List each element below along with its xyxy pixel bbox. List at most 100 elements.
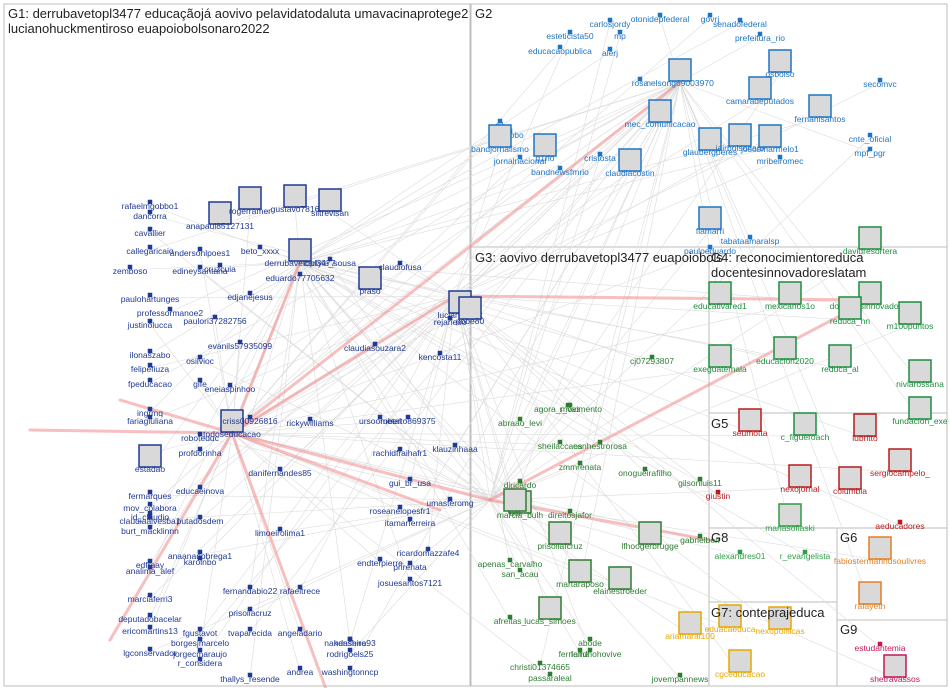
node-g3-12-marker[interactable] xyxy=(638,521,662,545)
node-g4-2-marker[interactable] xyxy=(858,281,882,305)
node-g1-44-marker[interactable] xyxy=(247,626,253,632)
node-g1-78-marker[interactable] xyxy=(297,271,303,277)
node-g4-6-label[interactable]: exeguatemala xyxy=(693,364,747,374)
node-g2-11-marker[interactable] xyxy=(637,76,643,82)
node-g1-24-marker[interactable] xyxy=(197,484,203,490)
node-g5-6-label[interactable]: giustin xyxy=(706,491,731,501)
node-g1-41-label[interactable]: thallys_resende xyxy=(220,674,280,684)
node-g2-20-marker[interactable] xyxy=(867,132,873,138)
node-g1-83-label[interactable]: carlyle_sousa xyxy=(304,258,356,268)
node-g2-32-label[interactable]: pauloeduardo xyxy=(684,246,736,256)
node-g3-11-label[interactable]: uol xyxy=(509,508,520,518)
node-g1-66-label[interactable]: criss00926816 xyxy=(222,416,278,426)
node-g8-2-marker[interactable] xyxy=(802,549,808,555)
node-g5-0-marker[interactable] xyxy=(738,408,762,432)
node-g1-5-label[interactable]: andersonlpoes1 xyxy=(170,248,231,258)
node-g4-5-label[interactable]: niviarossana xyxy=(896,379,944,389)
node-g3-20-marker[interactable] xyxy=(507,614,513,620)
node-g1-35-marker[interactable] xyxy=(147,612,153,618)
node-g1-59-label[interactable]: itamarferreira xyxy=(385,518,436,528)
node-g1-53-marker[interactable] xyxy=(277,526,283,532)
node-g2-21-label[interactable]: mpf_pgr xyxy=(854,148,885,158)
node-g4-3-label[interactable]: reduca_al xyxy=(821,364,858,374)
node-g3-18-label[interactable]: martaraposo xyxy=(556,579,604,589)
node-g1-37-label[interactable]: fgustavot xyxy=(183,628,218,638)
node-g1-9-marker[interactable] xyxy=(167,306,173,312)
node-g7-3-label[interactable]: ariamaral100 xyxy=(665,631,715,641)
node-g1-42-marker[interactable] xyxy=(197,656,203,662)
node-g4-3-marker[interactable] xyxy=(828,344,852,368)
node-g1-26-label[interactable]: burt_macklinnn xyxy=(121,526,179,536)
node-g1-67-label[interactable]: rickywilliams xyxy=(286,418,333,428)
node-g9-1-label[interactable]: shetravassos xyxy=(870,674,920,684)
node-g3-13-label[interactable]: prisoilafcruz xyxy=(537,541,582,551)
node-g1-19-label[interactable]: profdorinha xyxy=(178,448,221,458)
node-g2-12-label[interactable]: camaradeputados xyxy=(726,96,794,106)
node-g3-4-marker[interactable] xyxy=(557,439,563,445)
node-g2-10-label[interactable]: osbolso xyxy=(765,69,795,79)
node-g1-33-label[interactable]: anaananobrega1 xyxy=(168,551,233,561)
node-g8-1-label[interactable]: alexandres01 xyxy=(714,551,765,561)
node-g2-31-label[interactable]: tabataamaralsp xyxy=(721,236,780,246)
node-g1-55-label[interactable]: endterpierre xyxy=(357,558,403,568)
node-g1-86-marker[interactable] xyxy=(283,184,307,208)
node-g1-64-marker[interactable] xyxy=(452,442,458,448)
node-g1-21-label[interactable]: estadao xyxy=(135,464,166,474)
node-g1-31-marker[interactable] xyxy=(147,564,153,570)
node-g1-72-marker[interactable] xyxy=(437,350,443,356)
node-g2-0-label[interactable]: carlosjordy xyxy=(589,19,631,29)
node-g2-30-label[interactable]: flamarri xyxy=(696,226,724,236)
node-g1-61-marker[interactable] xyxy=(447,496,453,502)
node-g1-51-marker[interactable] xyxy=(247,584,253,590)
node-g7-0-label[interactable]: eduacaeduca xyxy=(704,624,755,634)
node-g1-22-label[interactable]: todoseducacao xyxy=(203,429,261,439)
node-g3-25-label[interactable]: jovempannews xyxy=(651,674,709,684)
node-g2-15-label[interactable]: mec_comunicacao xyxy=(625,119,696,129)
node-g3-9-marker[interactable] xyxy=(567,508,573,514)
node-g3-1-label[interactable]: agora_movimento xyxy=(534,404,602,414)
node-g2-6-label[interactable]: prefeitura_rio xyxy=(735,33,785,43)
node-g3-8-marker[interactable] xyxy=(517,478,523,484)
node-g1-47-label[interactable]: nandasena93 xyxy=(324,638,376,648)
node-g1-82-label[interactable]: beto_xxxx xyxy=(241,246,280,256)
node-g3-22-marker[interactable] xyxy=(577,647,583,653)
node-g3-5-marker[interactable] xyxy=(597,439,603,445)
node-g2-24-label[interactable]: bandjornalismo xyxy=(471,144,529,154)
node-g1-16-marker[interactable] xyxy=(147,406,153,412)
node-g3-23-label[interactable]: christi01374665 xyxy=(510,662,570,672)
node-g1-2-marker[interactable] xyxy=(147,209,153,215)
node-g3-5-label[interactable]: canhestrorosa xyxy=(573,441,627,451)
node-g1-55-marker[interactable] xyxy=(377,556,383,562)
node-g5-3-marker[interactable] xyxy=(838,466,862,490)
node-g6-1-label[interactable]: rafayeth xyxy=(855,601,886,611)
node-g3-22-label[interactable]: folha xyxy=(571,649,590,659)
node-g1-53-label[interactable]: limoeirolima1 xyxy=(255,528,305,538)
node-g6-1-marker[interactable] xyxy=(858,581,882,605)
node-g1-57-marker[interactable] xyxy=(425,546,431,552)
node-g5-5-marker[interactable] xyxy=(897,519,903,525)
node-g1-23-label[interactable]: fermarques xyxy=(129,491,172,501)
node-g1-39-label[interactable]: borgesjmarcelo xyxy=(171,638,229,648)
node-g1-25-marker[interactable] xyxy=(147,501,153,507)
node-g2-26-label[interactable]: g1rio xyxy=(536,153,555,163)
node-g2-13-label[interactable]: fernanisantos xyxy=(794,114,845,124)
node-g2-16-label[interactable]: glaubergperes xyxy=(683,147,737,157)
node-g1-48-marker[interactable] xyxy=(347,647,353,653)
node-g1-29-label[interactable]: putadosdem xyxy=(177,516,224,526)
node-g2-4-label[interactable]: esteticista50 xyxy=(546,31,594,41)
node-g2-6-marker[interactable] xyxy=(757,31,763,37)
node-g1-87-label[interactable]: siltrevisan xyxy=(311,208,349,218)
node-g1-80-marker[interactable] xyxy=(212,314,218,320)
node-g1-4-marker[interactable] xyxy=(147,244,153,250)
node-g1-86-label[interactable]: gustavo7816 xyxy=(271,204,320,214)
node-g8-0-label[interactable]: mariasofiaski xyxy=(765,523,815,533)
node-g1-30-marker[interactable] xyxy=(147,558,153,564)
node-g2-18-marker[interactable] xyxy=(758,124,782,148)
node-g1-58-marker[interactable] xyxy=(407,560,413,566)
node-g3-18-marker[interactable] xyxy=(568,559,592,583)
node-g4-6-marker[interactable] xyxy=(708,344,732,368)
node-g1-69-marker[interactable] xyxy=(227,382,233,388)
node-g1-70-marker[interactable] xyxy=(237,339,243,345)
node-g1-35-label[interactable]: deputadobacelar xyxy=(118,614,182,624)
node-g1-12-marker[interactable] xyxy=(147,362,153,368)
